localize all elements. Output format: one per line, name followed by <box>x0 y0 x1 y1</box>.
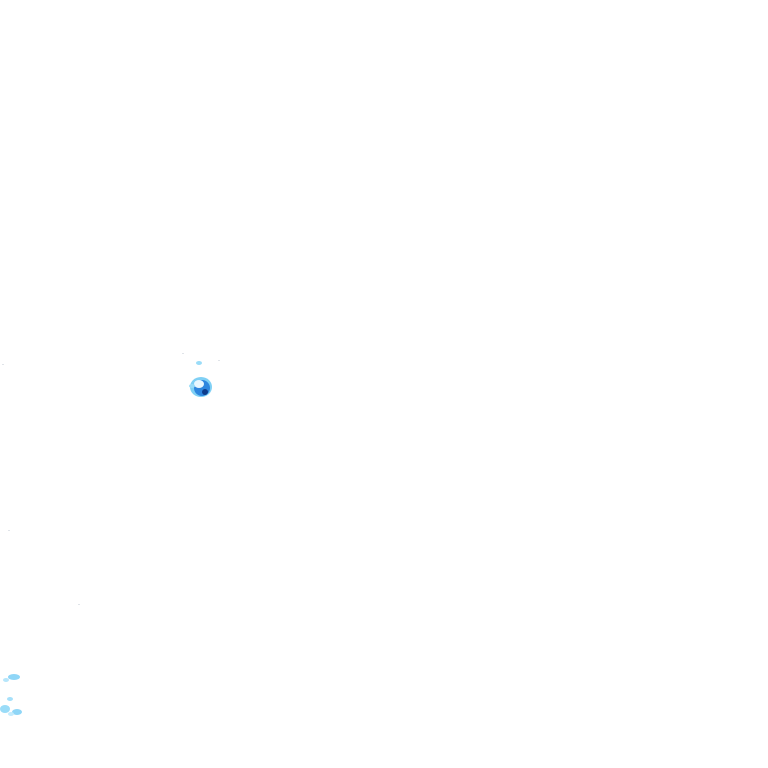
faint-speck <box>78 604 80 605</box>
blue-splotch-cluster <box>0 674 22 716</box>
blue-fleck <box>196 361 202 365</box>
faint-speck <box>182 353 184 354</box>
faint-speck <box>218 360 220 361</box>
faint-speck <box>8 530 10 531</box>
blue-droplet <box>189 377 212 397</box>
faint-speck <box>2 364 4 365</box>
